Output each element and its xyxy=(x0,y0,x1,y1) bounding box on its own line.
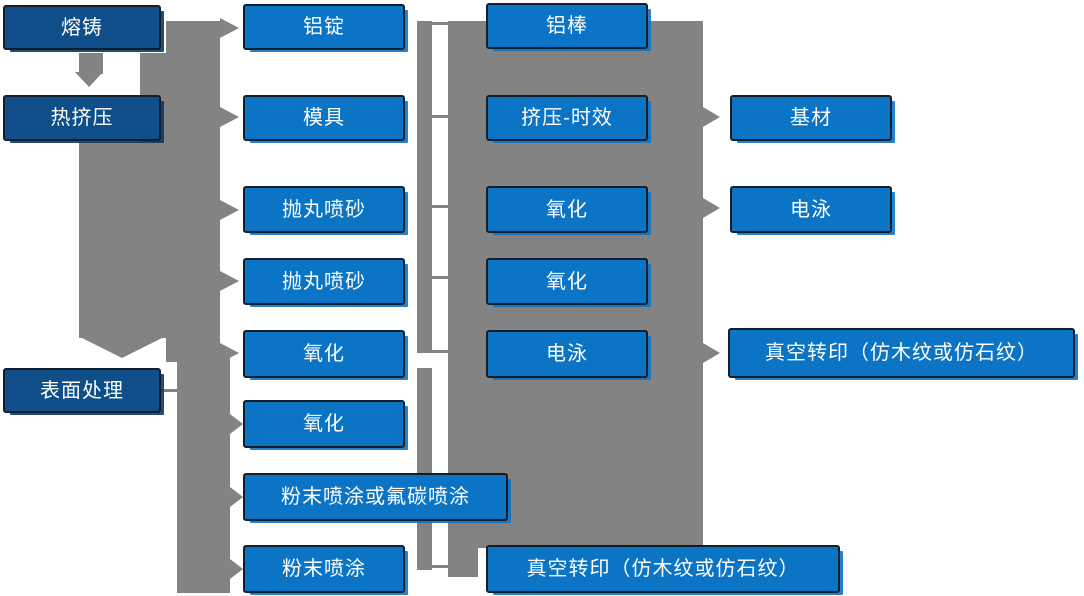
arrow-right-to-shot-blasting-2 xyxy=(220,271,239,291)
band-main-left xyxy=(79,142,168,338)
node-oxidation-a: 氧化 xyxy=(243,330,405,378)
arrow-right-to-powder-coating xyxy=(230,559,243,579)
arrow-right-to-oxidation-b xyxy=(230,414,243,434)
arrow-right-to-powder-fluorocarbon xyxy=(230,487,243,507)
node-oxidation-c: 氧化 xyxy=(486,186,648,233)
arrow-right-to-base-material xyxy=(703,107,720,127)
ladder-stub-row2 xyxy=(430,115,448,118)
ladder-band-upper xyxy=(417,21,432,353)
node-electrophoresis-a: 电泳 xyxy=(486,330,648,378)
node-mold: 模具 xyxy=(243,95,405,141)
arrow-right-to-electrophoresis-b xyxy=(703,198,720,218)
node-aluminum-ingot: 铝锭 xyxy=(243,4,405,50)
arrow-right-to-aluminum-ingot xyxy=(220,18,239,38)
node-vacuum-transfer-print-b: 真空转印（仿木纹或仿石纹） xyxy=(728,328,1075,378)
node-surface-treatment: 表面处理 xyxy=(3,368,161,413)
node-shot-blasting-sandblasting-1: 抛丸喷砂 xyxy=(243,186,405,233)
node-melting-casting: 熔铸 xyxy=(3,5,161,50)
node-oxidation-b: 氧化 xyxy=(243,400,405,448)
node-shot-blasting-sandblasting-2: 抛丸喷砂 xyxy=(243,258,405,305)
ladder-stub-row4 xyxy=(430,276,448,279)
node-base-material: 基材 xyxy=(730,95,892,141)
node-powder-coating: 粉末喷涂 xyxy=(243,545,405,593)
band-main-right xyxy=(166,21,220,362)
ladder-stub-bottom xyxy=(430,565,448,568)
ladder-stub-row3 xyxy=(430,205,448,208)
arrow-right-to-mold xyxy=(220,107,239,127)
ladder-stub-row1 xyxy=(430,22,448,25)
arrow-down-to-hot-extrusion xyxy=(75,72,103,87)
node-powder-or-fluorocarbon-coating: 粉末喷涂或氟碳喷涂 xyxy=(243,473,508,521)
band-surface-treatment xyxy=(177,356,230,593)
surface-treatment-link-line xyxy=(161,389,177,392)
node-electrophoresis-b: 电泳 xyxy=(730,186,892,233)
arrow-right-to-vacuum-transfer-b xyxy=(703,343,720,363)
arrow-down-to-surface-treatment xyxy=(82,338,162,358)
band-column3-leg xyxy=(448,548,478,577)
node-extrusion-aging: 挤压-时效 xyxy=(486,95,648,141)
node-hot-extrusion: 热挤压 xyxy=(3,95,161,141)
node-vacuum-transfer-print-a: 真空转印（仿木纹或仿石纹） xyxy=(486,545,840,593)
ladder-stub-row5 xyxy=(430,350,448,353)
arrow-right-to-shot-blasting-1 xyxy=(220,200,239,220)
band-stub-top xyxy=(79,53,103,74)
node-aluminum-rod: 铝棒 xyxy=(486,3,648,49)
node-oxidation-d: 氧化 xyxy=(486,258,648,305)
